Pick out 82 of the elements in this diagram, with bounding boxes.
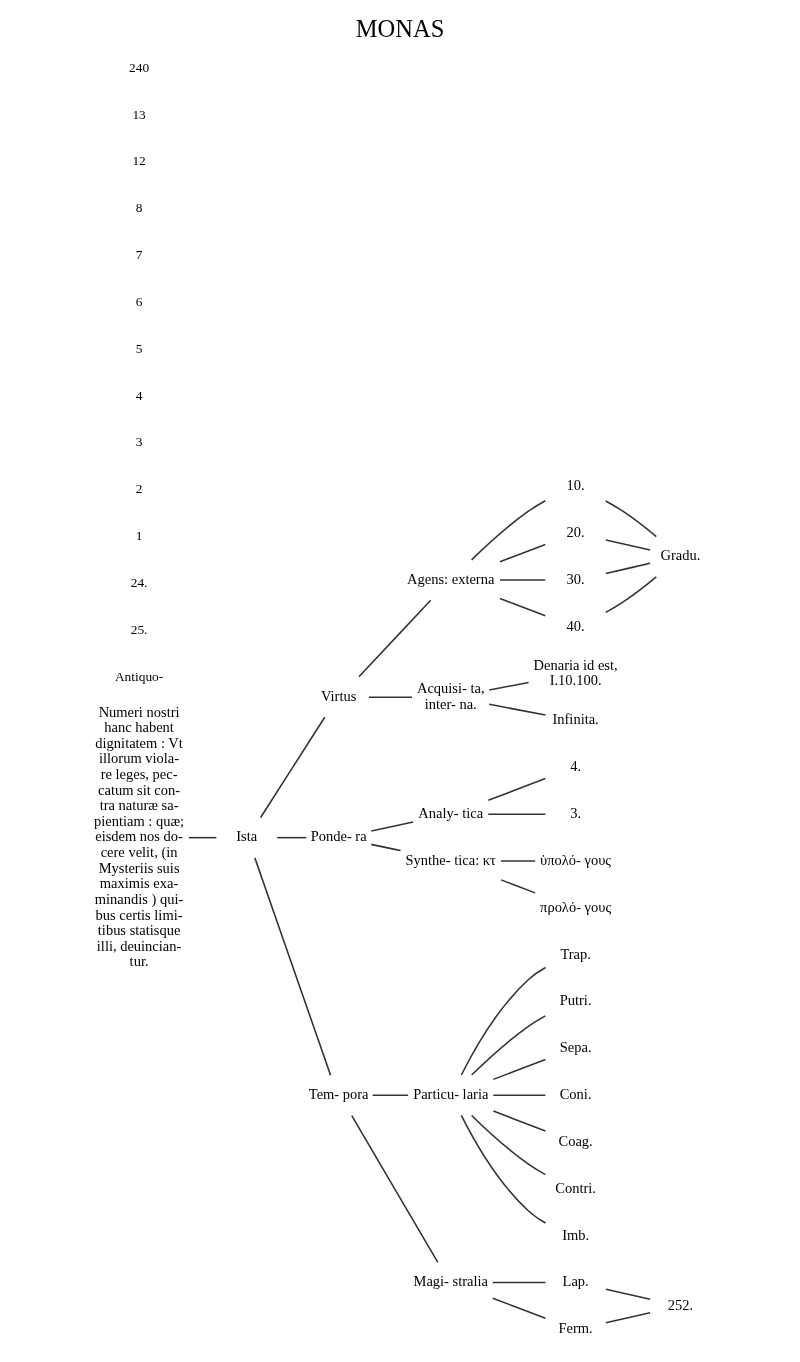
connector xyxy=(500,860,536,862)
node-text: Magi- stralia xyxy=(413,1273,488,1290)
node-text: Ista xyxy=(236,828,258,845)
node-text: προλό- γους xyxy=(540,898,612,915)
node-text: 10. xyxy=(566,477,585,494)
label: 1 xyxy=(135,528,143,544)
node-text: 3. xyxy=(570,805,582,822)
connector xyxy=(605,1311,651,1324)
node-text: Putri. xyxy=(559,992,592,1009)
node-text: Acquisi- ta, inter- na. xyxy=(416,680,485,712)
connector xyxy=(499,543,547,563)
node-text: ὑπολό- γους xyxy=(540,851,612,868)
node-text: 20. xyxy=(566,524,585,541)
node-text: Tem- pora xyxy=(308,1086,369,1103)
connector xyxy=(605,562,651,575)
connector xyxy=(604,500,658,538)
connector xyxy=(488,703,547,716)
connector xyxy=(460,1114,547,1224)
label: Antiquo- xyxy=(114,668,164,684)
node-text: Ferm. xyxy=(558,1320,593,1337)
label: 240 xyxy=(129,59,150,75)
label: 2 xyxy=(135,481,143,497)
connector xyxy=(500,879,536,894)
connector xyxy=(470,1114,547,1176)
node-text: Analy- tica xyxy=(418,805,484,822)
label: 6 xyxy=(135,293,143,309)
connector xyxy=(492,1110,547,1132)
node-text: Agens: externa xyxy=(407,570,495,587)
connector xyxy=(370,843,402,852)
connector xyxy=(499,597,547,617)
connector xyxy=(499,579,547,581)
connector xyxy=(370,821,414,832)
node-text: Trap. xyxy=(560,945,591,962)
connector xyxy=(491,1281,547,1284)
connector xyxy=(358,599,432,678)
node-text: Sepa. xyxy=(559,1039,592,1056)
node-text: Gradu. xyxy=(660,547,701,564)
connector xyxy=(259,716,326,819)
label: 25. xyxy=(130,621,148,637)
connector xyxy=(604,576,658,614)
node-text: Infinita. xyxy=(552,711,599,728)
label: 7 xyxy=(135,247,143,263)
node-text: Imb. xyxy=(562,1226,590,1243)
connector xyxy=(254,857,332,1076)
connector xyxy=(371,1094,409,1096)
connector xyxy=(488,681,530,691)
node-text: Lap. xyxy=(562,1273,589,1290)
connector xyxy=(487,813,547,816)
diagram-title: MONAS xyxy=(355,14,445,42)
node-text: 4. xyxy=(570,758,582,775)
connector xyxy=(492,1058,547,1081)
label: 5 xyxy=(135,340,143,356)
label: 8 xyxy=(135,200,143,216)
connector xyxy=(492,1094,547,1096)
label: 13 xyxy=(132,106,146,122)
connector xyxy=(188,836,218,839)
connector xyxy=(460,966,547,1076)
connector xyxy=(470,1015,547,1076)
node-text: 40. xyxy=(566,617,585,634)
node-text: Ponde- ra xyxy=(310,828,367,845)
connector xyxy=(487,777,547,802)
connector xyxy=(470,499,547,561)
label: 3 xyxy=(135,434,143,450)
connector xyxy=(605,1288,651,1301)
node-text: 252. xyxy=(667,1296,694,1313)
node-text: Coni. xyxy=(559,1086,592,1103)
connector xyxy=(605,539,651,551)
node-text: Numeri nostri hanc habent dignitatem : Vt illorum viola- re leges, pec- catum sit con- tra naturæ sa- pientiam : quæ; eisdem nos do- cere velit, (in Mysteriis suis maximis exa- minandis ) qui- bus certis limi- tibus statisque illi, deuincian- tur. xyxy=(94,703,185,970)
node-text: Virtus xyxy=(321,687,357,704)
connector xyxy=(368,696,413,698)
label: 4 xyxy=(135,387,143,403)
node-text: Particu- laria xyxy=(413,1086,489,1103)
connector xyxy=(491,1297,547,1320)
node-text: Coag. xyxy=(558,1132,593,1149)
node-text: 30. xyxy=(566,570,585,587)
node-text: Contri. xyxy=(555,1179,596,1196)
label: 12 xyxy=(132,153,146,169)
node-text: Synthe- tica: κτ xyxy=(405,851,496,868)
connector xyxy=(350,1114,439,1264)
node-text: Denaria id est, I.10.100. xyxy=(533,656,618,689)
label: 24. xyxy=(130,574,148,590)
connector xyxy=(276,836,308,839)
